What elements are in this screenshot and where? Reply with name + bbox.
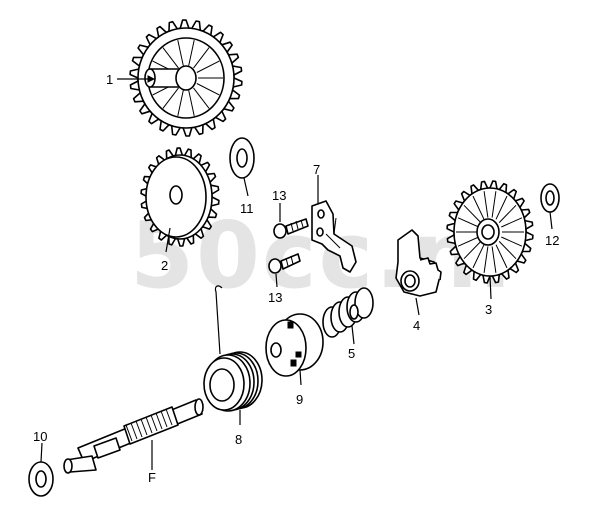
spline	[145, 416, 153, 434]
spoke	[463, 204, 482, 223]
spline	[130, 422, 138, 440]
leader-lines	[40, 75, 553, 470]
callout-13-upper: 13	[272, 188, 286, 203]
spline	[135, 420, 143, 438]
part-10-washer	[28, 461, 54, 497]
spoke	[483, 191, 489, 218]
callout-F: F	[148, 470, 156, 485]
callout-1: 1	[106, 72, 113, 87]
part-13-bolt-upper	[273, 218, 309, 239]
callout-12: 12	[545, 233, 559, 248]
spoke	[177, 90, 184, 117]
spoke	[498, 241, 517, 260]
part-4-ratchet	[395, 229, 442, 297]
callout-11: 11	[240, 201, 254, 216]
callout-7: 7	[313, 162, 320, 177]
callout-9: 9	[296, 392, 303, 407]
spoke	[491, 191, 497, 218]
spline	[150, 414, 158, 432]
spoke	[188, 39, 195, 66]
part-9-drum	[265, 313, 324, 377]
spoke	[463, 241, 482, 260]
spoke	[472, 195, 485, 220]
part-7-bracket	[311, 200, 357, 273]
spline	[140, 418, 148, 436]
spoke	[196, 60, 220, 73]
spoke	[193, 87, 210, 109]
part-3-gear	[446, 180, 534, 284]
spoke	[162, 87, 179, 109]
spoke	[472, 244, 485, 269]
part-8-coil-spring	[203, 285, 263, 412]
spoke	[177, 39, 184, 66]
part-1-gear-with-shaft	[129, 19, 243, 137]
spoke	[457, 236, 479, 247]
part-2-gear	[140, 147, 220, 247]
spoke	[188, 90, 195, 117]
callout-4: 4	[413, 318, 420, 333]
callout-13-lower: 13	[268, 290, 282, 305]
part-1-spokes	[149, 39, 223, 117]
spoke	[162, 47, 179, 69]
part-12-washer	[540, 183, 560, 213]
spoke	[491, 246, 497, 273]
spoke	[483, 246, 489, 273]
spline	[155, 412, 163, 430]
spoke	[495, 244, 508, 269]
callout-2: 2	[161, 258, 168, 273]
part-13-bolt-lower	[268, 253, 301, 274]
spoke	[457, 217, 479, 228]
spoke	[501, 236, 523, 247]
callout-5: 5	[348, 346, 355, 361]
part-F-spindle	[63, 398, 204, 474]
part-11-washer	[229, 137, 255, 179]
spoke	[196, 83, 220, 96]
callout-10: 10	[33, 429, 47, 444]
spoke	[501, 217, 523, 228]
spline	[125, 424, 133, 442]
spline	[160, 410, 168, 428]
callout-8: 8	[235, 432, 242, 447]
spoke	[495, 195, 508, 220]
part-5-spring	[322, 287, 374, 338]
spoke	[498, 204, 517, 223]
spoke	[193, 47, 210, 69]
spline	[165, 408, 173, 426]
callout-3: 3	[485, 302, 492, 317]
